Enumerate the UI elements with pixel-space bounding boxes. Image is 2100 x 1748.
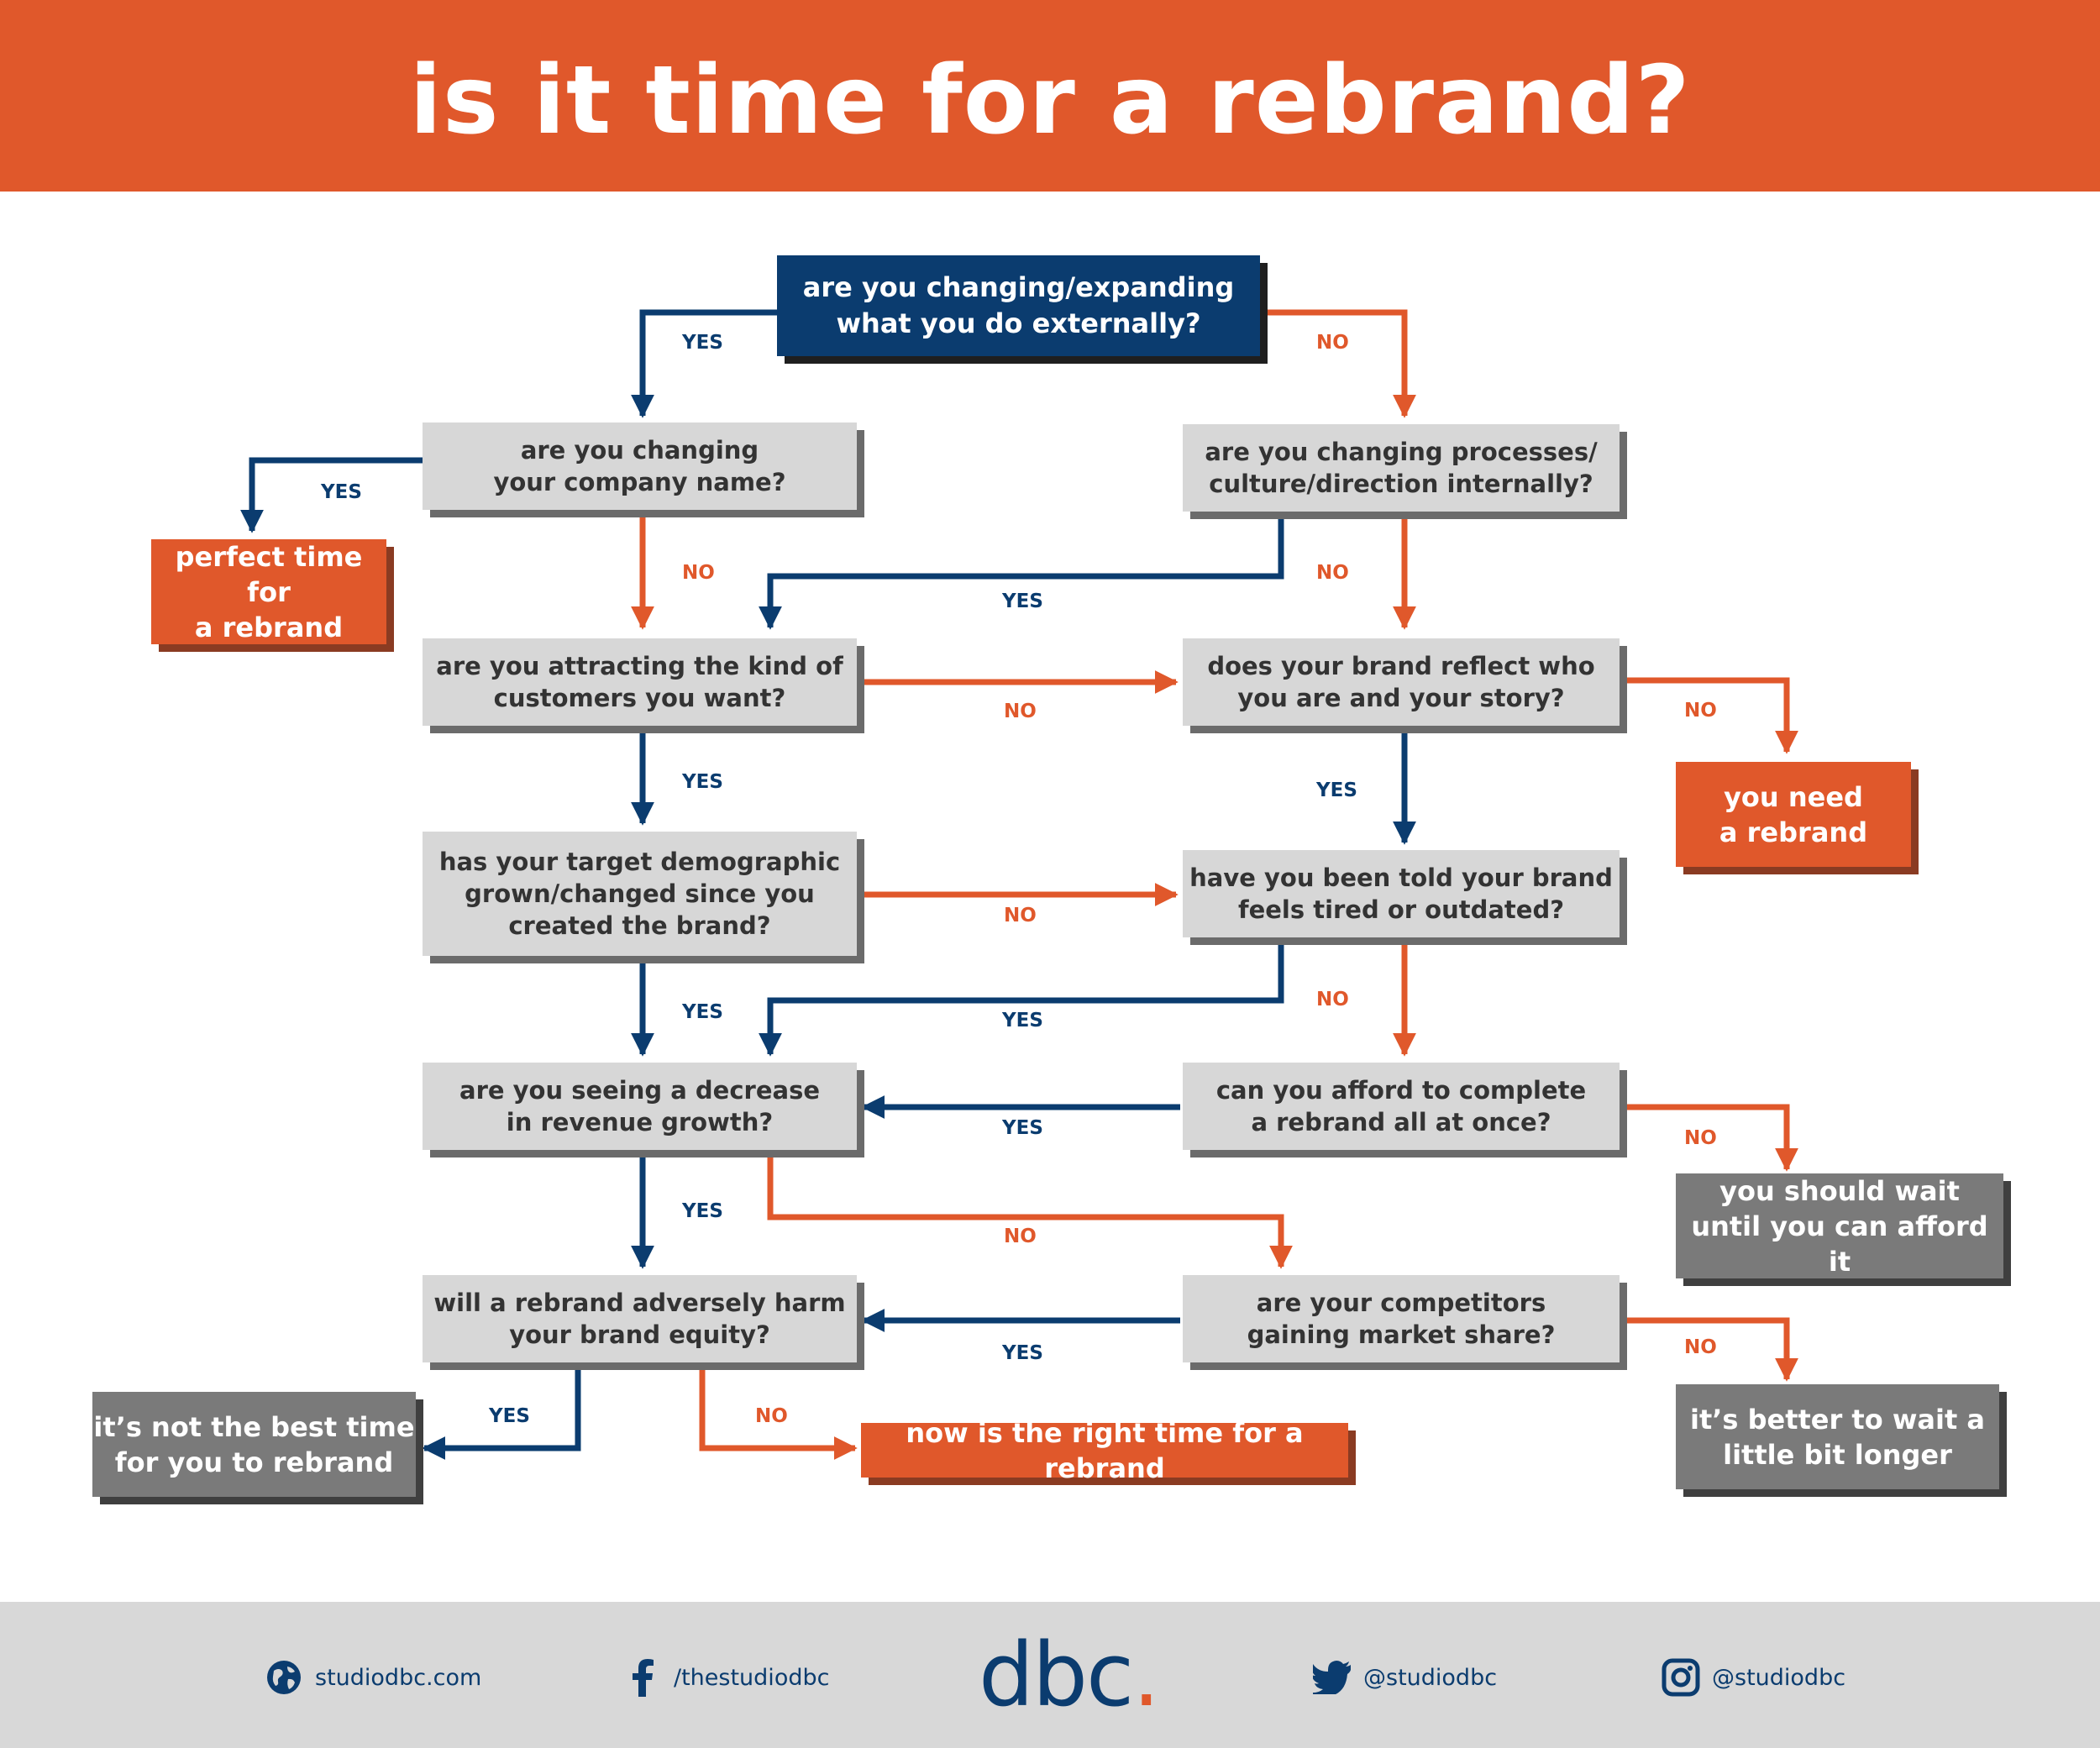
instagram-icon [1662,1658,1700,1697]
label-no: NO [755,1405,788,1427]
label-yes: YES [1002,591,1043,612]
label-no: NO [1004,701,1037,722]
result-wait-longer: it’s better to wait a little bit longer [1676,1384,1999,1489]
label-yes: YES [682,1200,723,1222]
arrow-harm-yes [422,1367,581,1460]
footer: studiodbc.com /thestudiodbc dbc. @studio… [0,1602,2100,1748]
arrow-tired-yes [759,941,1284,1057]
label-no: NO [1684,1336,1717,1358]
label-yes: YES [1002,1117,1043,1139]
header-banner: is it time for a rebrand? [0,0,2100,192]
instagram-handle[interactable]: @studiodbc [1712,1664,1846,1691]
footer-twitter[interactable]: @studiodbc [1313,1654,1497,1701]
label-no: NO [1004,1226,1037,1247]
label-yes: YES [1316,780,1357,801]
facebook-icon [623,1658,662,1697]
arrow-brand-reflect-no [1620,677,1798,754]
label-yes: YES [1002,1342,1043,1364]
label-no: NO [1316,562,1349,584]
facebook-handle[interactable]: /thestudiodbc [674,1664,830,1691]
arrow-processes-yes [759,514,1284,630]
question-afford-rebrand: can you afford to complete a rebrand all… [1183,1063,1620,1150]
result-perfect-time: perfect time for a rebrand [151,539,386,644]
label-no: NO [1004,905,1037,926]
website-link[interactable]: studiodbc.com [315,1664,482,1691]
label-no: NO [1316,989,1349,1010]
label-no: NO [1684,700,1717,722]
result-not-best-time: it’s not the best time for you to rebran… [92,1392,416,1497]
label-no: NO [682,562,715,584]
logo-text: dbc [979,1624,1134,1726]
question-attracting-customers: are you attracting the kind of customers… [423,638,857,726]
footer-instagram[interactable]: @studiodbc [1662,1654,1845,1701]
question-revenue-decrease: are you seeing a decrease in revenue gro… [423,1063,857,1150]
result-wait-until-afford: you should wait until you can afford it [1676,1173,2003,1278]
question-company-name: are you changing your company name? [423,423,857,510]
globe-icon [265,1658,303,1697]
arrow-expanding-no [1264,309,1416,418]
question-brand-feels-tired: have you been told your brand feels tire… [1183,850,1620,937]
question-brand-reflects-story: does your brand reflect who you are and … [1183,638,1620,726]
footer-facebook[interactable]: /thestudiodbc [623,1654,829,1701]
result-right-time: now is the right time for a rebrand [861,1417,1348,1484]
label-yes: YES [321,481,362,503]
twitter-icon [1313,1658,1352,1697]
label-yes: YES [682,332,723,354]
label-yes: YES [1002,1010,1043,1031]
footer-website[interactable]: studiodbc.com [265,1654,481,1701]
logo-dot: . [1132,1624,1160,1726]
arrow-revenue-no [767,1153,1293,1269]
question-competitors-market-share: are your competitors gaining market shar… [1183,1275,1620,1362]
label-yes: YES [682,1001,723,1023]
arrow-expanding-yes [631,309,777,418]
question-harm-brand-equity: will a rebrand adversely harm your brand… [423,1275,857,1362]
page-title: is it time for a rebrand? [409,46,1691,155]
label-no: NO [1684,1127,1717,1149]
question-target-demographic: has your target demographic grown/change… [423,832,857,956]
label-yes: YES [489,1405,530,1427]
question-processes-internally: are you changing processes/ culture/dire… [1183,424,1620,512]
twitter-handle[interactable]: @studiodbc [1363,1664,1498,1691]
dbc-logo: dbc. [979,1629,1160,1721]
label-yes: YES [682,771,723,793]
label-no: NO [1316,332,1349,354]
question-expanding-externally: are you changing/expanding what you do e… [777,255,1260,356]
result-need-rebrand: you need a rebrand [1676,762,1911,867]
arrow-harm-no [699,1367,858,1460]
arrow-name-yes [240,457,423,533]
arrow-afford-no [1620,1104,1798,1172]
arrow-competitors-no [1620,1317,1798,1382]
